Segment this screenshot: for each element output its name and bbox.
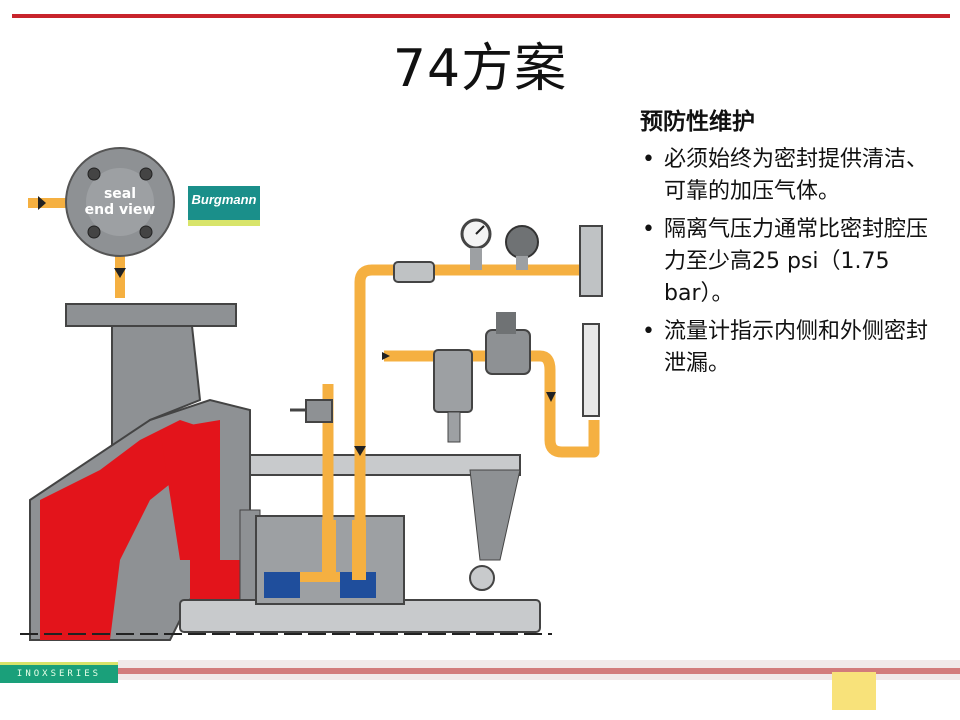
notes-item-text: 流量计指示内侧和外侧密封泄漏。 <box>664 319 929 376</box>
series-band: INOXSERIES <box>0 662 118 683</box>
notes-item-text: 隔离气压力通常比密封腔压力至少高25 psi（1.75 bar）。 <box>664 217 929 306</box>
notes-item: • 流量计指示内侧和外侧密封泄漏。 <box>640 316 940 380</box>
top-rule <box>12 14 950 18</box>
page-title: 74方案 <box>392 39 568 99</box>
pump-casing <box>29 303 541 641</box>
seal-view-label-1: seal <box>104 186 136 202</box>
notes-item: • 隔离气压力通常比密封腔压力至少高25 psi（1.75 bar）。 <box>640 214 940 310</box>
burgmann-logo: Burgmann <box>188 186 260 226</box>
notes-list: • 必须始终为密封提供清洁、可靠的加压气体。 • 隔离气压力通常比密封腔压力至少高2… <box>640 144 940 380</box>
bullet-icon: • <box>642 319 655 344</box>
instruments <box>290 218 603 443</box>
seal-end-view: seal end view <box>28 147 175 298</box>
notes-heading: 预防性维护 <box>640 109 755 135</box>
maintenance-notes: 预防性维护 • 必须始终为密封提供清洁、可靠的加压气体。 • 隔离气压力通常比密封腔… <box>640 102 940 386</box>
bullet-icon: • <box>642 147 655 172</box>
notes-item: • 必须始终为密封提供清洁、可靠的加压气体。 <box>640 144 940 208</box>
bullet-icon: • <box>642 217 655 242</box>
notes-item-text: 必须始终为密封提供清洁、可靠的加压气体。 <box>664 147 929 204</box>
seal-cartridge <box>255 515 405 605</box>
seal-view-label-2: end view <box>85 202 156 218</box>
footer-filmstrip <box>118 660 960 710</box>
